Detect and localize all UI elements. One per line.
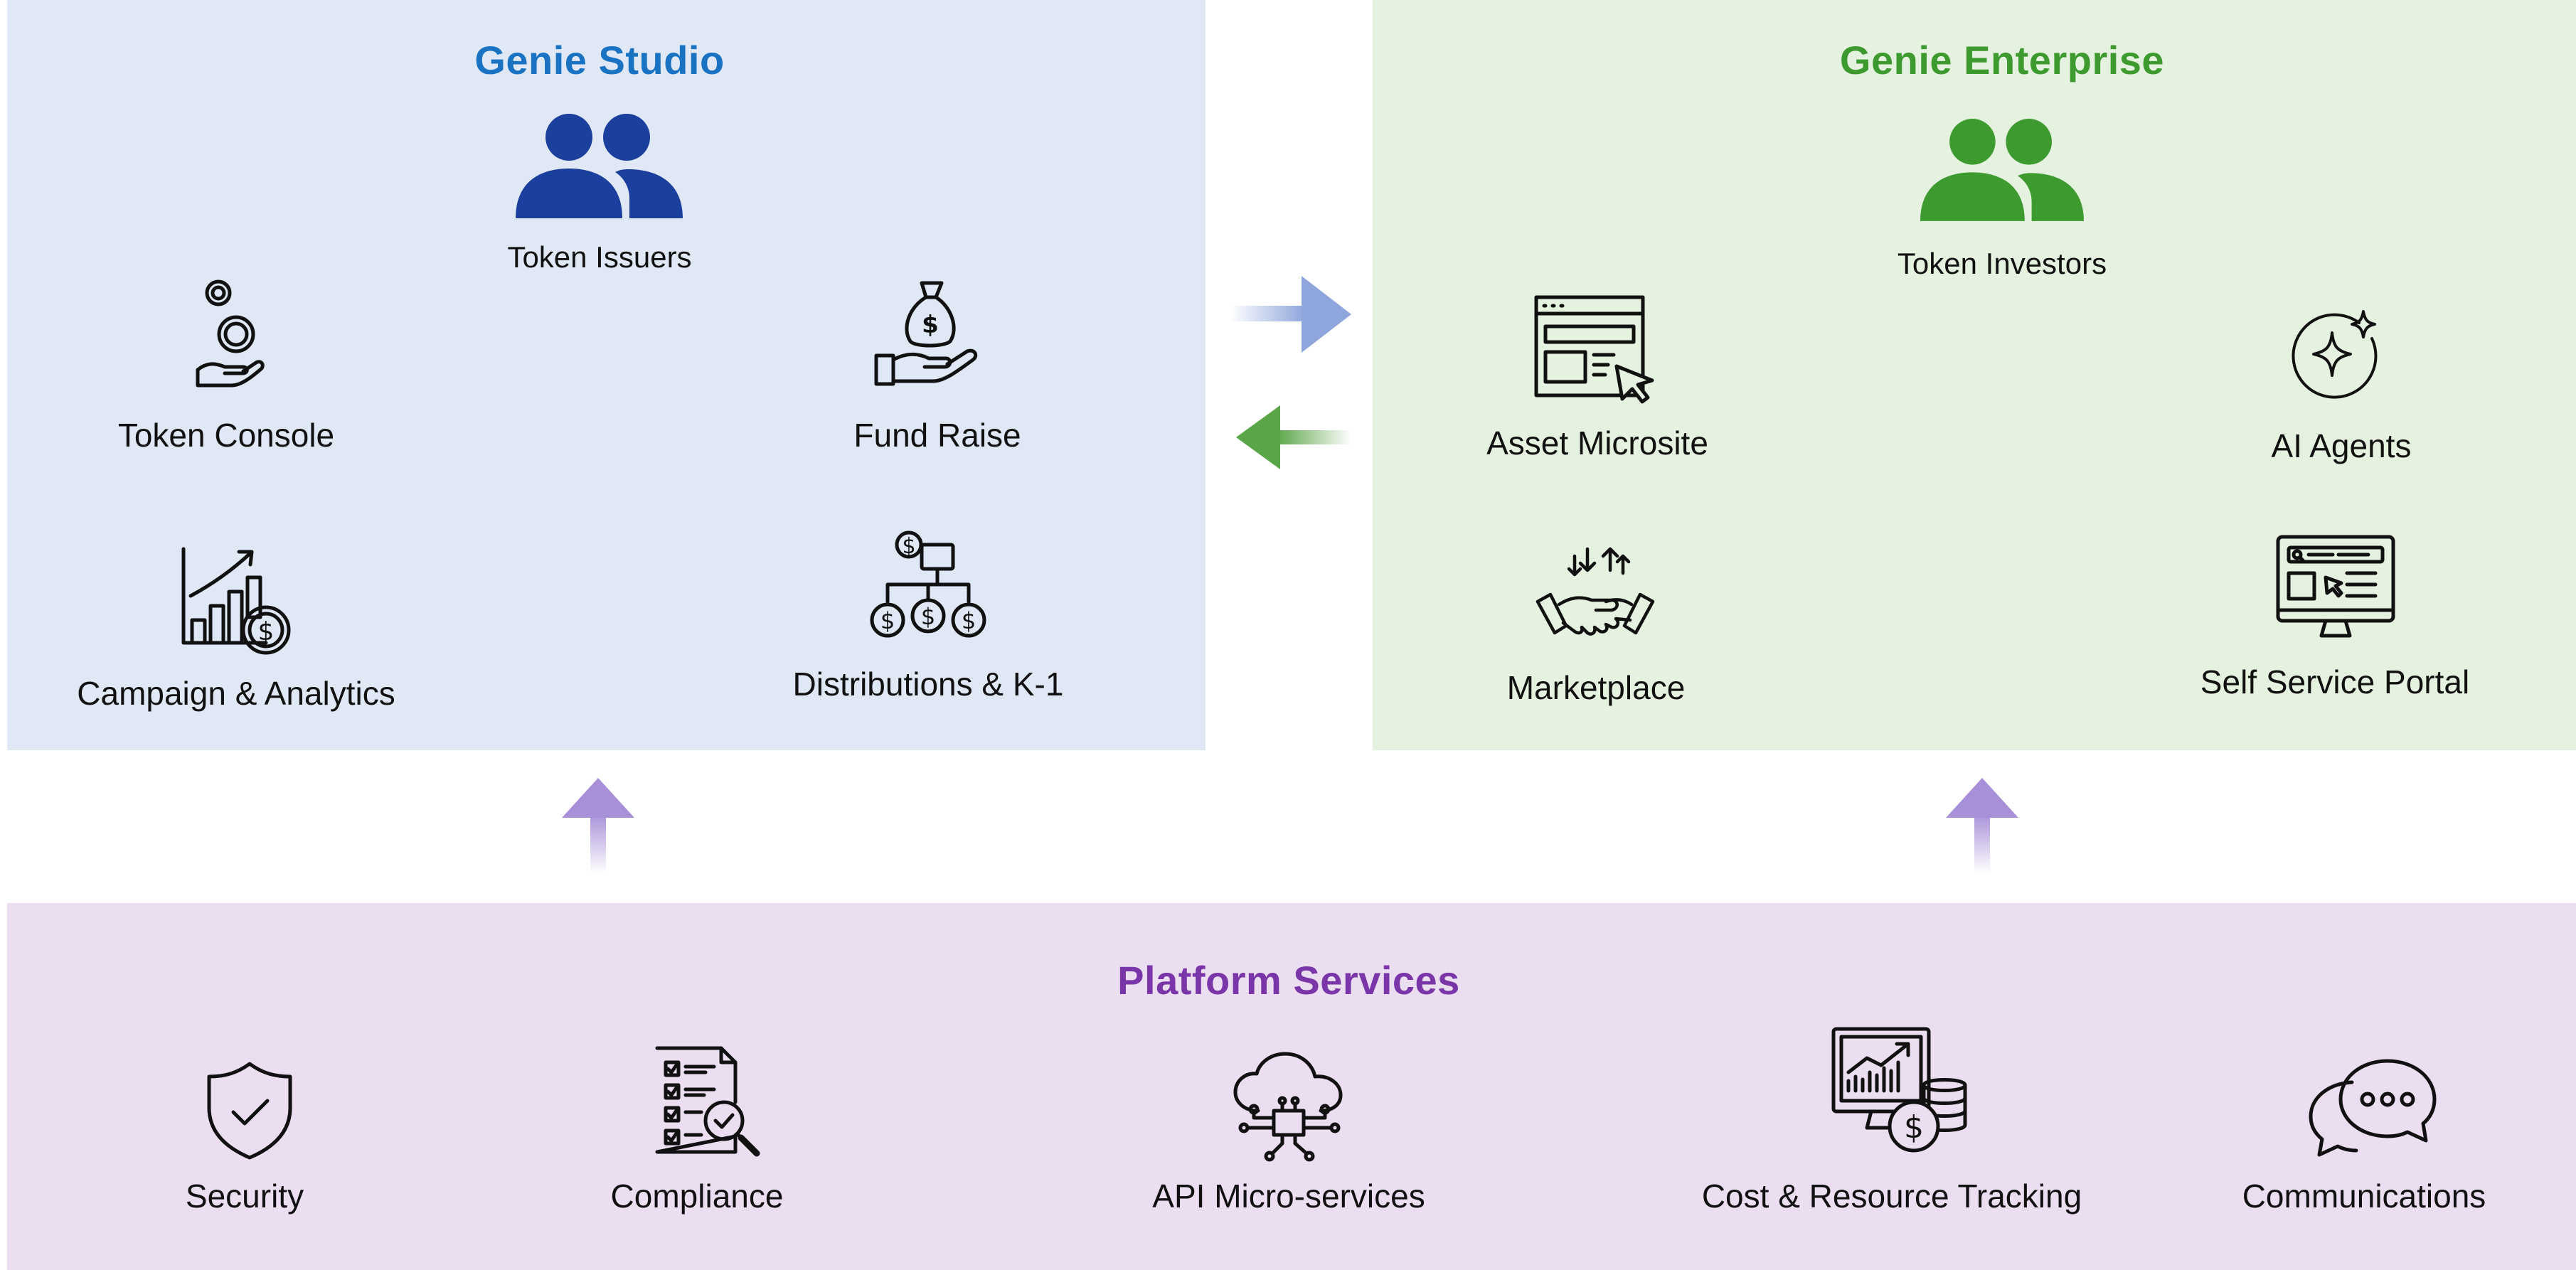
platform-services-title: Platform Services <box>1117 958 1460 1003</box>
sparkles-icon <box>2292 307 2386 400</box>
browser-window-icon <box>1534 295 1655 404</box>
genie-studio-panel <box>7 0 1205 750</box>
svg-text:$: $ <box>921 603 935 630</box>
cloud-network-icon <box>1233 1051 1346 1162</box>
token-issuers-label: Token Issuers <box>507 240 692 274</box>
svg-text:$: $ <box>962 607 976 634</box>
security-label: Security <box>185 1178 304 1215</box>
people-icon <box>516 110 683 220</box>
money-bag-hand-icon: $ <box>873 279 981 393</box>
shield-check-icon <box>206 1061 293 1160</box>
monitor-coins-icon: $ <box>1831 1027 1967 1153</box>
marketplace-label: Marketplace <box>1506 669 1686 706</box>
ai-agents-label: AI Agents <box>2271 427 2412 464</box>
platform-to-studio-arrow <box>562 778 634 873</box>
self-service-portal-label: Self Service Portal <box>2200 663 2470 700</box>
compliance-label: Compliance <box>610 1178 784 1215</box>
svg-text:$: $ <box>880 607 895 634</box>
platform-services-panel <box>7 903 2576 1270</box>
svg-text:$: $ <box>922 311 939 339</box>
handshake-icon <box>1535 542 1656 645</box>
svg-text:$: $ <box>258 617 275 646</box>
chat-bubbles-icon <box>2308 1058 2437 1158</box>
token-console-label: Token Console <box>117 417 335 454</box>
studio-to-enterprise-arrow <box>1230 276 1351 353</box>
distributions-k1-label: Distributions & K-1 <box>792 666 1064 703</box>
people-icon <box>1920 115 2084 223</box>
checklist-magnifier-icon <box>654 1045 761 1158</box>
distribution-tree-icon: $ $ $ $ <box>869 530 986 641</box>
coins-hand-icon <box>192 279 267 391</box>
api-micro-services-label: API Micro-services <box>1152 1178 1425 1215</box>
fund-raise-label: Fund Raise <box>853 417 1021 454</box>
genie-enterprise-title: Genie Enterprise <box>1839 38 2165 82</box>
growth-chart-icon: $ <box>181 546 291 656</box>
cost-resource-tracking-label: Cost & Resource Tracking <box>1701 1178 2082 1215</box>
token-investors-label: Token Investors <box>1897 247 2107 280</box>
enterprise-to-studio-arrow <box>1236 405 1351 469</box>
communications-label: Communications <box>2242 1178 2486 1215</box>
genie-studio-title: Genie Studio <box>474 38 725 82</box>
campaign-analytics-label: Campaign & Analytics <box>77 675 395 712</box>
monitor-portal-icon <box>2276 535 2395 640</box>
platform-to-enterprise-arrow <box>1946 778 2018 873</box>
asset-microsite-label: Asset Microsite <box>1486 425 1708 461</box>
svg-text:$: $ <box>1904 1109 1924 1146</box>
svg-text:$: $ <box>902 534 915 559</box>
